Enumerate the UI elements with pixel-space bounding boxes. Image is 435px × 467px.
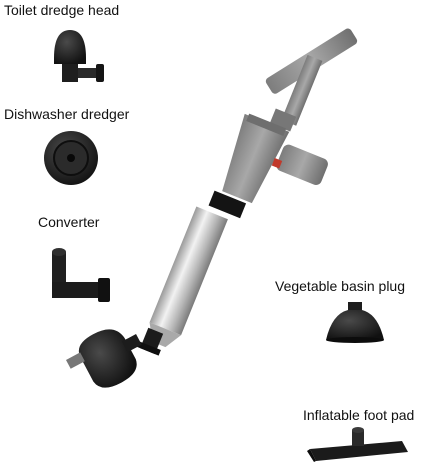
- inflatable-foot-pad-label: Inflatable foot pad: [303, 407, 415, 423]
- inflatable-foot-pad-icon: [307, 427, 408, 462]
- vegetable-basin-plug-icon: [326, 302, 384, 343]
- toilet-dredge-head-label: Toilet dredge head: [4, 2, 120, 18]
- toilet-dredge-head-icon: [54, 30, 104, 82]
- converter-label: Converter: [38, 214, 100, 230]
- drain-pump-plunger-icon: [65, 28, 358, 388]
- dishwasher-dredger-label: Dishwasher dredger: [4, 106, 130, 122]
- vegetable-basin-plug-label: Vegetable basin plug: [275, 278, 405, 294]
- dishwasher-dredger-icon: [44, 131, 98, 185]
- converter-icon: [52, 248, 110, 302]
